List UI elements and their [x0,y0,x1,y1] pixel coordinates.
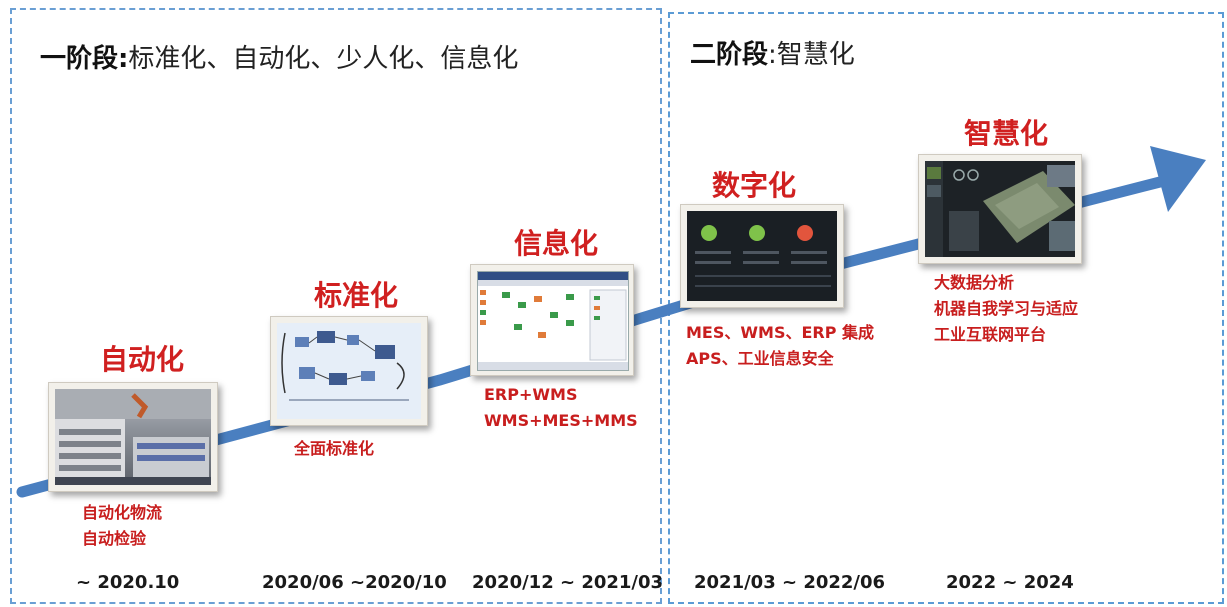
desc-line: ERP+WMS [484,385,578,404]
phase-one-panel [10,8,662,604]
stage-desc-standardization: 全面标准化 [294,436,374,462]
standardization-flowchart [270,316,428,426]
control-center-illustration [925,161,1075,257]
digital-dashboard [680,204,844,308]
stage-label-standardization: 标准化 [314,279,399,312]
stage-desc-digitalization: MES、WMS、ERP 集成 APS、工业信息安全 [686,320,874,372]
phase-one-title-rest: 标准化、自动化、少人化、信息化 [128,44,519,74]
arrow-head [1150,146,1206,212]
desc-line: 大数据分析 [934,273,1015,292]
warehouse-illustration [55,389,211,485]
desc-line: 机器自我学习与适应 [934,299,1079,318]
stage-desc-informatization: ERP+WMS WMS+MES+MMS [484,382,638,434]
desc-line: MES、WMS、ERP 集成 [686,323,875,342]
stage-label-automation: 自动化 [100,343,185,376]
date-standardization: 2020/06 ~2020/10 [262,572,447,593]
desc-line: 自动检验 [82,529,147,548]
desc-line: 自动化物流 [82,503,163,522]
date-informatization: 2020/12 ~ 2021/03 [472,572,664,593]
stage-desc-intelligence: 大数据分析 机器自我学习与适应 工业互联网平台 [934,270,1078,348]
desc-line: 工业互联网平台 [934,325,1047,344]
warehouse-photo [48,382,218,492]
flowchart-illustration [281,331,409,401]
desc-line: APS、工业信息安全 [686,349,834,368]
software-screen-illustration [478,272,628,370]
phase-two-title-rest: :智慧化 [768,40,855,70]
stage-label-intelligence: 智慧化 [964,117,1049,150]
date-automation: ~ 2020.10 [76,572,180,593]
stage-label-digitalization: 数字化 [712,169,797,202]
date-intelligence: 2022 ~ 2024 [946,572,1074,593]
phase-one-title-bold: 一阶段: [40,44,129,74]
desc-line: WMS+MES+MMS [484,411,638,430]
phase-two-title-bold: 二阶段 [690,40,769,70]
phase-two-title: 二阶段:智慧化 [690,34,855,71]
erp-software-screen [470,264,634,376]
phase-one-title: 一阶段:标准化、自动化、少人化、信息化 [40,38,518,75]
smart-control-center [918,154,1082,264]
dashboard-illustration [695,225,831,287]
date-digitalization: 2021/03 ~ 2022/06 [694,572,886,593]
desc-line: 全面标准化 [294,439,375,458]
stage-desc-automation: 自动化物流 自动检验 [82,500,162,552]
stage-label-informatization: 信息化 [514,227,599,260]
